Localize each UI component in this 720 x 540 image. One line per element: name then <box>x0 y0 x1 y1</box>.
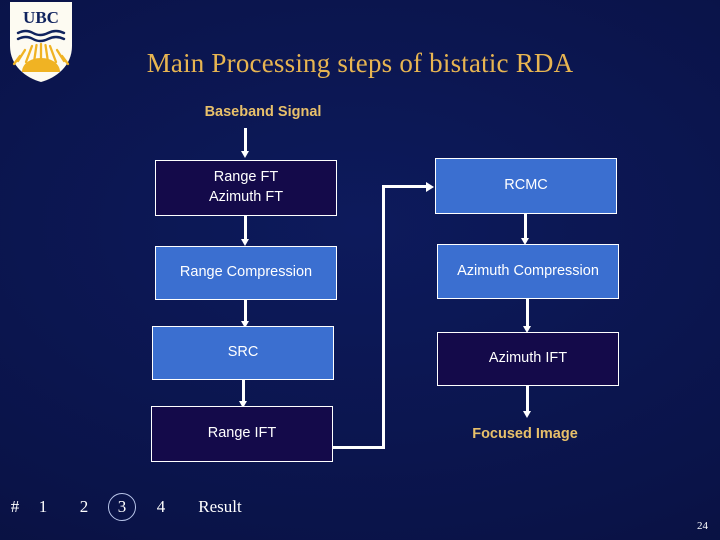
connector-rangeift-to-rcmc-horizontal-top <box>382 185 426 188</box>
box-range-ift[interactable]: Range IFT <box>151 406 333 462</box>
nav-item-3-highlight-ring <box>108 493 136 521</box>
box-label: Azimuth IFT <box>488 350 568 367</box>
arrow-azimuthift-to-focusedimage <box>523 386 532 418</box>
nav-item-4[interactable]: 4 <box>156 497 166 516</box>
arrow-src-to-rangeift <box>239 380 248 408</box>
connector-rangeift-to-rcmc-horizontal-bottom <box>333 446 385 449</box>
box-range-ft-azimuth-ft[interactable]: Range FT Azimuth FT <box>155 160 337 216</box>
nav-item-3[interactable]: 3 <box>117 497 127 516</box>
focused-image-label: Focused Image <box>472 426 578 442</box>
connector-rangeift-to-rcmc-vertical <box>382 185 385 449</box>
arrow-rangecompression-to-src <box>241 300 250 328</box>
nav-item-result[interactable]: Result <box>198 497 242 516</box>
ubc-shield-logo: UBC <box>8 0 74 84</box>
box-range-compression[interactable]: Range Compression <box>155 246 337 300</box>
box-label: Range FT Azimuth FT <box>208 169 284 205</box>
box-label: Range IFT <box>207 425 277 442</box>
nav-item-hash[interactable]: # <box>10 497 20 516</box>
box-label: Range Compression <box>179 264 313 281</box>
logo-wordmark: UBC <box>23 8 59 27</box>
box-rcmc[interactable]: RCMC <box>435 158 617 214</box>
box-azimuth-compression[interactable]: Azimuth Compression <box>437 244 619 299</box>
arrow-rcmc-to-azimuthcompression <box>521 214 530 245</box>
nav-item-1[interactable]: 1 <box>38 497 48 516</box>
box-label: SRC <box>227 344 259 361</box>
bottom-navigation: # 1 2 3 4 Result <box>0 492 720 524</box>
box-label: Azimuth Compression <box>457 262 599 279</box>
arrow-baseband-to-rangeft <box>241 128 250 158</box>
connector-rangeift-to-rcmc-arrowhead <box>426 181 434 192</box>
nav-item-2[interactable]: 2 <box>79 497 89 516</box>
arrow-rangeft-to-rangecompression <box>241 216 250 246</box>
page-number: 24 <box>697 520 708 532</box>
arrow-azimuthcompression-to-azimuthift <box>523 299 532 333</box>
shield-icon <box>10 2 72 82</box>
box-src[interactable]: SRC <box>152 326 334 380</box>
slide-title: Main Processing steps of bistatic RDA <box>146 48 574 78</box>
box-azimuth-ift[interactable]: Azimuth IFT <box>437 332 619 386</box>
box-label: RCMC <box>504 177 548 194</box>
baseband-signal-label: Baseband Signal <box>204 104 322 120</box>
